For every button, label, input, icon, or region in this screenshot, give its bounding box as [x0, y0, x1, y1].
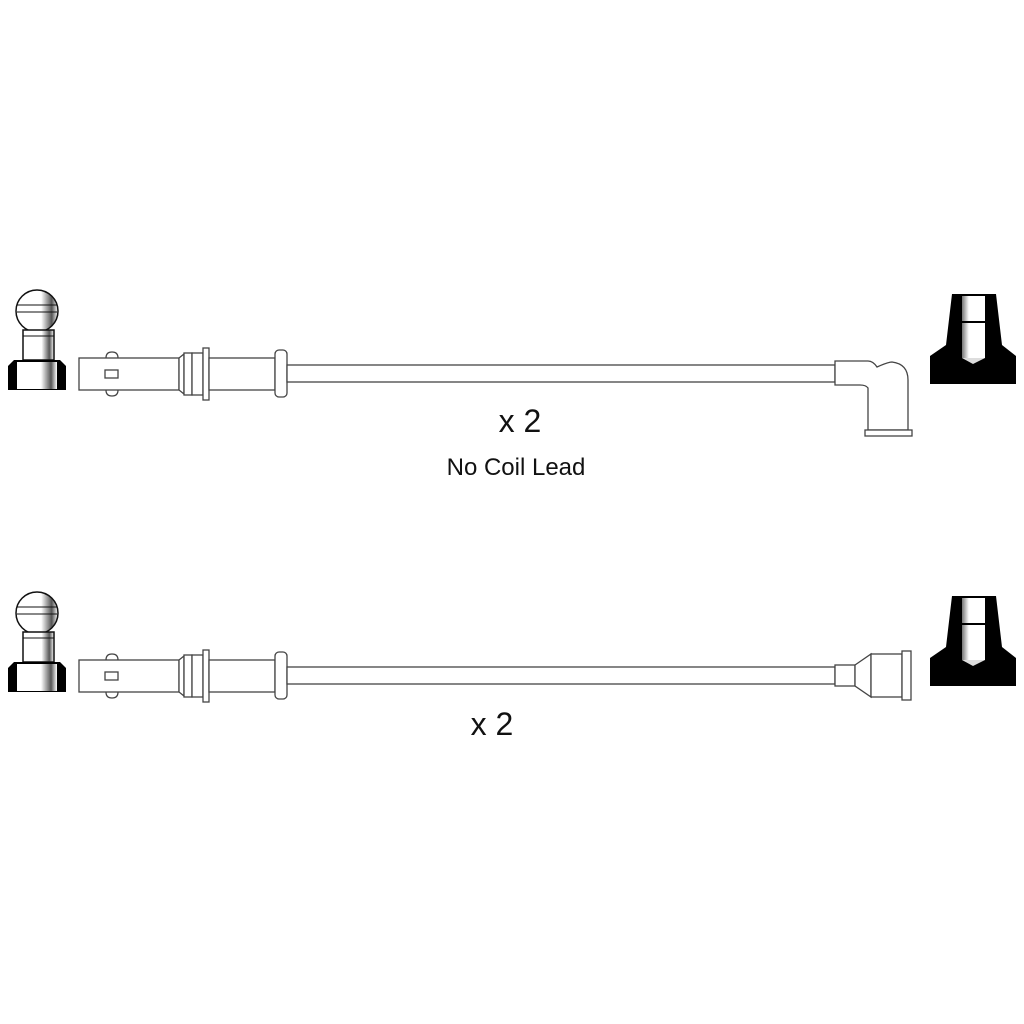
- straight-end-icon: [834, 650, 912, 701]
- lead-row-2: [7, 591, 1017, 703]
- quantity-label-2: x 2: [470, 706, 514, 742]
- terminal-icon: [7, 591, 67, 693]
- angled-end-icon: [834, 360, 913, 437]
- quantity-label-1: x 2: [498, 403, 542, 439]
- boot-icon: [929, 293, 1017, 385]
- note-label-1: No Coil Lead: [446, 454, 586, 481]
- lead-row-1: [7, 289, 1017, 437]
- plug-connector-icon: [78, 347, 836, 401]
- plug-connector-icon: [78, 649, 836, 703]
- boot-icon: [929, 595, 1017, 687]
- terminal-icon: [7, 289, 67, 391]
